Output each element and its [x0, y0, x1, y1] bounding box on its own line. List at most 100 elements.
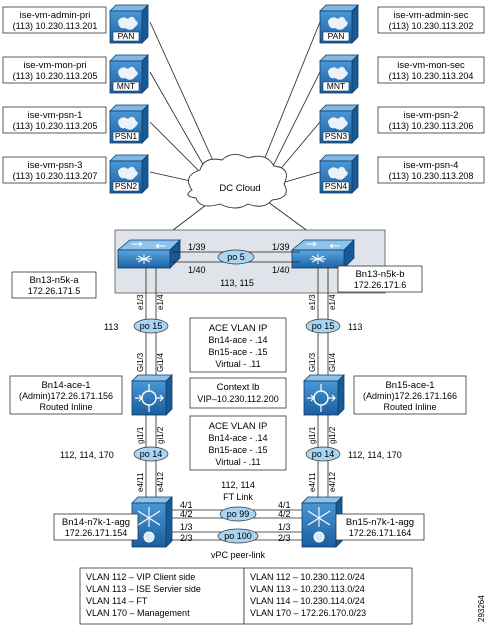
ace-vlan-line: Bn15-ace - .15 [208, 347, 267, 357]
ace-vlan-line: Virtual - .11 [215, 457, 260, 467]
po5-oval [217, 249, 255, 265]
port-label: gi1/2 [328, 426, 337, 444]
device-ip: (Admin)172.26.171.166 [363, 391, 457, 401]
po15-left-label: po 15 [140, 321, 163, 331]
port-label: 1/40 [272, 265, 290, 275]
port-label: e1/4 [328, 294, 337, 310]
port-label: 4/1 [180, 500, 193, 510]
server-name: ise-vm-admin-pri [20, 10, 91, 21]
device-name: Bn14-ace-1 [41, 380, 90, 391]
server-ip: (113) 10.230.113.202 [389, 21, 474, 31]
port-label: 2/3 [180, 533, 193, 543]
n7k-b-label-box [335, 513, 425, 541]
port-label: Gi1/4 [328, 352, 337, 372]
server-name: ise-vm-psn-3 [28, 160, 83, 171]
context-title: Context lb [217, 382, 260, 393]
port-label: gi1/2 [156, 426, 165, 444]
legend-entry: VLAN 170 – 172.26.170.0/23 [250, 608, 366, 618]
vlan-label: 113 [348, 322, 362, 332]
server-name: ise-vm-psn-2 [404, 110, 459, 121]
po14-right-label: po 14 [312, 449, 335, 459]
ft-vlans: 112, 114 [221, 480, 255, 490]
role-label: PSN1 [115, 131, 137, 141]
device-name: Bn13-n5k-b [355, 269, 404, 280]
device-mode: Routed Inline [383, 402, 436, 412]
port-label: gi1/1 [136, 426, 145, 444]
po14-left-label: po 14 [140, 449, 163, 459]
po99-label: po 99 [227, 509, 250, 519]
legend-entry: VLAN 113 – 10.230.113.0/24 [250, 584, 365, 594]
ace-vlan-top-box [189, 317, 287, 373]
port-label: gi1/1 [308, 426, 317, 444]
dc-cloud-icon [187, 154, 287, 209]
cloud-label: DC Cloud [219, 183, 260, 194]
role-label: PSN4 [325, 181, 347, 191]
vlan-label: 113 [104, 322, 118, 332]
port-label: 1/3 [180, 522, 193, 532]
legend-entry: VLAN 112 – 10.230.112.0/24 [250, 572, 365, 582]
ace-vlan-line: Virtual - .11 [215, 359, 260, 369]
device-mode: Routed Inline [39, 402, 92, 412]
ace-vlan-bottom-box [189, 415, 287, 471]
port-label: e1/4 [156, 294, 165, 310]
legend-entry: VLAN 112 – VIP Client side [86, 572, 195, 582]
device-ip: 172.26.171.5 [28, 286, 81, 296]
n5k-b-label-box [337, 265, 423, 293]
context-vip: VIP–10.230.112.200 [197, 394, 278, 404]
po100-label: po 100 [224, 531, 252, 541]
server-name: ise-vm-mon-pri [23, 60, 86, 71]
port-label: 1/40 [188, 265, 206, 275]
server-ip: (113) 10.230.113.207 [13, 171, 98, 181]
device-ip: 172.26.171.154 [65, 528, 128, 538]
server-name: ise-vm-psn-1 [28, 110, 83, 121]
left-server-labels: ise-vm-admin-pri (113) 10.230.113.201 is… [2, 6, 107, 184]
role-label: MNT [117, 81, 135, 91]
device-ip: 172.26.171.164 [349, 528, 412, 538]
n5k-vlans-label: 113, 115 [220, 278, 254, 288]
po5-label: po 5 [227, 252, 245, 262]
ace-right-icon [303, 374, 345, 416]
device-name: Bn15-ace-1 [385, 380, 434, 391]
server-ip: (113) 10.230.113.205 [13, 71, 98, 81]
role-label: PAN [118, 31, 135, 41]
role-label: PSN2 [115, 181, 137, 191]
vlan-label: 112, 114, 170 [60, 450, 114, 460]
port-label: e4/12 [156, 471, 165, 492]
vpc-peer-link-label: vPC peer-link [211, 550, 266, 560]
po14-left-oval [133, 446, 169, 462]
n5k-a-label-box [11, 271, 97, 299]
port-label: 1/39 [272, 242, 290, 252]
ace-vlan-title: ACE VLAN IP [209, 421, 268, 432]
right-server-labels: ise-vm-admin-sec (113) 10.230.113.202 is… [377, 6, 485, 184]
server-name: ise-vm-mon-sec [397, 60, 465, 71]
ace-vlan-title: ACE VLAN IP [209, 323, 268, 334]
port-label: 4/1 [278, 500, 291, 510]
port-label: Gi1/4 [156, 352, 165, 372]
server-ip: (113) 10.230.113.205 [13, 121, 98, 131]
po99-oval [219, 506, 257, 522]
ace-left-label-box [9, 375, 123, 415]
legend-entry: VLAN 114 – 10.230.114.0/24 [250, 596, 365, 606]
server-role-labels: PAN MNT PSN1 PSN2 PAN MNT PSN3 PSN4 [115, 31, 347, 191]
server-ip: (113) 10.230.113.201 [13, 21, 98, 31]
device-name: Bn15-n7k-1-agg [346, 517, 414, 528]
n7k-a-label-box [53, 513, 139, 541]
po15-right-label: po 15 [312, 321, 335, 331]
port-label: 1/39 [188, 242, 206, 252]
po14-right-oval [305, 446, 341, 462]
po100-oval [217, 528, 259, 544]
ft-label: FT Link [223, 492, 253, 502]
port-label: e4/12 [328, 471, 337, 492]
ace-vlan-line: Bn14-ace - .14 [208, 335, 267, 345]
legend-entry: VLAN 113 – ISE Servier side [86, 584, 201, 594]
server-name: ise-vm-admin-sec [394, 10, 469, 21]
port-label: 4/2 [278, 509, 291, 519]
server-ip: (113) 10.230.113.208 [389, 171, 474, 181]
role-label: PAN [328, 31, 345, 41]
context-box [189, 377, 287, 409]
ace-right-label-box [353, 375, 467, 415]
ace-vlan-line: Bn14-ace - .14 [208, 433, 267, 443]
server-ip: (113) 10.230.113.206 [389, 121, 474, 131]
device-name: Bn13-n5k-a [29, 275, 79, 286]
